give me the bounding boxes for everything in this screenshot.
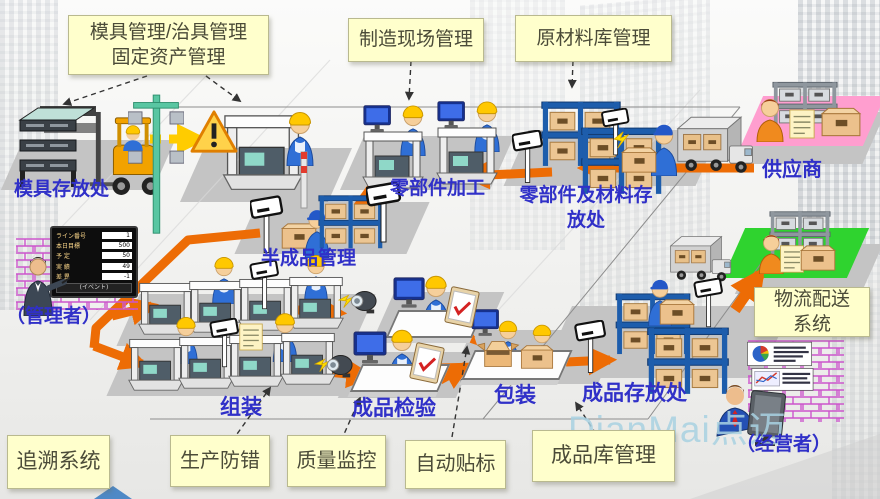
callout-auto-labeling: 自动贴标 xyxy=(405,440,506,489)
box-icon xyxy=(658,298,696,326)
callout-raw-text: 原材料库管理 xyxy=(536,27,651,49)
label-finished-storage: 成品存放处 xyxy=(582,382,687,405)
callout-trace-system: 追溯系统 xyxy=(7,435,110,489)
callout-finishedwh-text: 成品库管理 xyxy=(551,444,656,468)
callout-mold-line2: 固定资产管理 xyxy=(111,47,226,68)
truck-icon xyxy=(672,108,764,182)
label-semi-finished: 半成品管理 xyxy=(261,248,357,269)
callout-error-proofing: 生产防错 xyxy=(170,435,270,487)
label-assembly: 组装 xyxy=(220,396,262,419)
vision-camera-icon xyxy=(314,350,354,380)
label-material-storage: 零部件及材料存 放处 xyxy=(504,184,668,233)
box-icon xyxy=(798,244,838,272)
open-box-icon xyxy=(476,338,520,370)
assembly-machine-icon xyxy=(128,334,184,392)
callout-autolabel-text: 自动贴标 xyxy=(415,453,496,476)
label-operator: （经营者） xyxy=(736,434,832,455)
label-parts-processing: 零部件加工 xyxy=(390,178,486,199)
label-inspection: 成品检验 xyxy=(352,397,436,420)
warning-triangle-icon xyxy=(190,110,238,154)
scanner-post-icon xyxy=(692,278,726,330)
callout-finished-warehouse: 成品库管理 xyxy=(532,430,675,482)
clipboard-icon xyxy=(408,342,446,384)
callout-mold-management: 模具管理/治具管理 固定资产管理 xyxy=(68,15,269,75)
label-manager: （管理者） xyxy=(6,306,102,327)
callout-error-text: 生产防错 xyxy=(180,449,260,472)
box-icon xyxy=(620,146,658,174)
label-material-storage-line2: 放处 xyxy=(566,209,605,231)
callout-logistics: 物流配送 系统 xyxy=(754,287,870,337)
vision-camera-icon xyxy=(338,286,378,316)
label-packing: 包装 xyxy=(494,384,536,407)
note-icon xyxy=(788,108,816,140)
callout-mold-line1: 模具管理/治具管理 xyxy=(89,21,248,43)
label-supplier: 供应商 xyxy=(762,159,822,181)
crane-icon xyxy=(128,90,184,242)
clipboard-icon xyxy=(444,286,480,328)
callout-logistics-line1: 物流配送 xyxy=(773,288,850,310)
scanner-post-icon xyxy=(208,318,242,370)
callout-site-management: 制造现场管理 xyxy=(348,18,484,62)
box-icon xyxy=(820,106,862,138)
callout-site-text: 制造现场管理 xyxy=(358,29,473,51)
note-icon xyxy=(238,322,264,352)
box-icon xyxy=(518,344,556,370)
supplier-person-icon xyxy=(754,96,792,142)
callout-raw-material: 原材料库管理 xyxy=(515,15,672,62)
label-material-storage-line1: 零部件及材料存 xyxy=(519,185,653,206)
scanner-post-icon xyxy=(574,320,608,376)
callout-logistics-line2: 系统 xyxy=(792,314,831,335)
callout-quality-text: 质量监控 xyxy=(296,449,377,472)
label-mold-storage: 模具存放处 xyxy=(14,179,110,200)
callout-quality-monitoring: 质量监控 xyxy=(287,435,386,487)
callout-trace-text: 追溯系统 xyxy=(16,450,101,474)
